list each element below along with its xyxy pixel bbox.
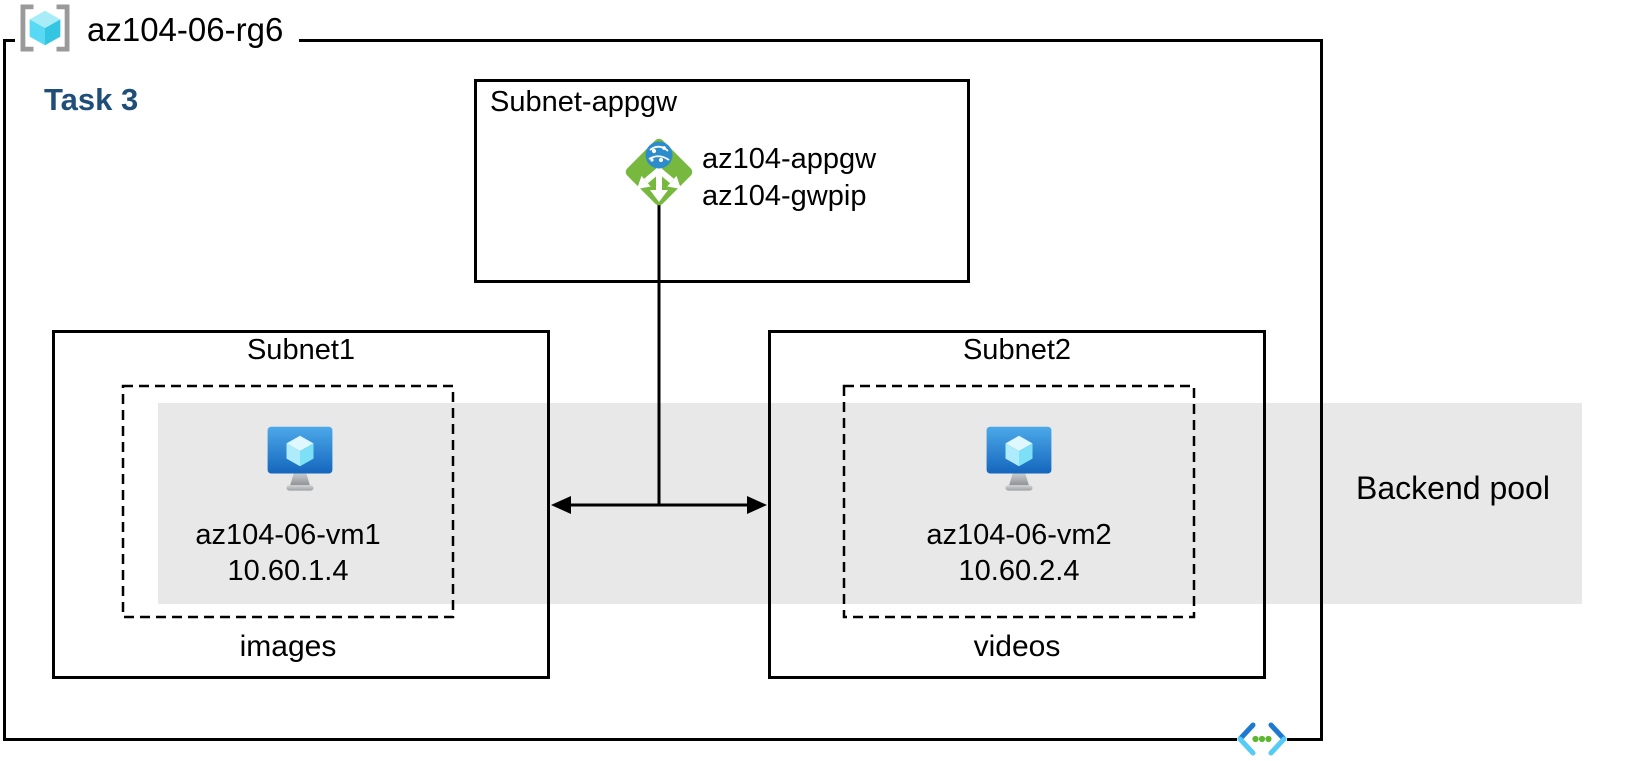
application-gateway-icon <box>625 138 693 206</box>
vm2-name: az104-06-vm2 <box>926 519 1112 551</box>
resource-group-label: az104-06-rg6 <box>87 11 284 48</box>
resource-group-border-mask <box>15 36 299 46</box>
appgw-name: az104-appgw <box>702 143 877 175</box>
vm1-label-block: az104-06-vm1 10.60.1.4 <box>123 517 453 589</box>
appgw-name-block: az104-appgw az104-gwpip <box>702 141 876 215</box>
vm2-label-block: az104-06-vm2 10.60.2.4 <box>844 517 1194 589</box>
subnet1-box <box>52 330 550 679</box>
subnet1-title: Subnet1 <box>246 334 356 366</box>
appgw-public-ip-name: az104-gwpip <box>702 180 867 212</box>
subnet1-storage-label: images <box>239 630 337 663</box>
resource-group-icon <box>20 4 70 52</box>
vm1-name: az104-06-vm1 <box>195 519 381 551</box>
virtual-machine-icon-vm1 <box>267 426 333 491</box>
appgw-subnet-box <box>474 79 970 283</box>
task-label: Task 3 <box>44 82 139 117</box>
vm2-ip: 10.60.2.4 <box>958 555 1080 587</box>
backend-pool-label: Backend pool <box>1356 470 1550 506</box>
resource-group-box <box>3 39 1323 741</box>
appgw-subnet-title: Subnet-appgw <box>490 86 678 118</box>
subnet2-box <box>768 330 1266 679</box>
vm1-ip: 10.60.1.4 <box>227 555 349 587</box>
subnet2-storage-label: videos <box>973 630 1061 663</box>
virtual-machine-icon-vm2 <box>986 426 1052 491</box>
virtual-network-icon <box>1237 721 1287 757</box>
subnet2-title: Subnet2 <box>962 334 1072 366</box>
